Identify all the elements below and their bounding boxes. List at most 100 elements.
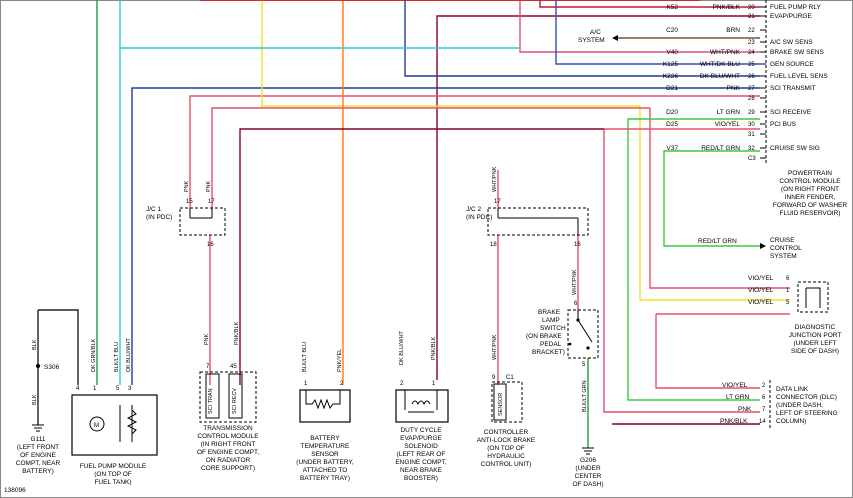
svg-text:FUEL PUMP MODULE: FUEL PUMP MODULE xyxy=(80,463,147,470)
svg-text:7: 7 xyxy=(762,407,766,413)
jc2-junction: J/C 2 (IN PDC) 17 18 16 xyxy=(466,199,589,248)
svg-text:(IN PDC): (IN PDC) xyxy=(146,214,172,221)
svg-text:FUEL TANK): FUEL TANK) xyxy=(94,479,131,486)
pcm-row-wire: PNK xyxy=(727,85,741,92)
svg-text:EVAP/PURGE: EVAP/PURGE xyxy=(400,435,442,442)
svg-text:FLUID RESERVOIR): FLUID RESERVOIR) xyxy=(780,210,841,217)
svg-text:PNK/YEL: PNK/YEL xyxy=(337,349,343,372)
svg-text:DK BLU/WHT: DK BLU/WHT xyxy=(126,337,132,372)
pcm-row-label: BRAKE SW SENS xyxy=(770,49,824,56)
pcm-row-label: FUEL LEVEL SENS xyxy=(770,73,828,80)
pcm-row-code: K226 xyxy=(663,73,679,80)
svg-text:DATA LINK: DATA LINK xyxy=(776,386,809,393)
svg-text:BATTERY): BATTERY) xyxy=(22,468,54,475)
svg-text:17: 17 xyxy=(208,199,215,205)
cruise-control: RED/LT GRN CRUISE CONTROL SYSTEM xyxy=(698,237,802,260)
pcm-row-pin: 22 xyxy=(748,28,755,34)
svg-text:PNK: PNK xyxy=(738,406,752,413)
svg-text:17: 17 xyxy=(494,199,501,205)
pcm-row-label: FUEL PUMP RLY xyxy=(770,4,821,11)
svg-text:VIO/YEL: VIO/YEL xyxy=(748,287,774,294)
svg-text:(ON TOP OF: (ON TOP OF xyxy=(487,445,525,452)
pcm-row-code: V40 xyxy=(666,49,678,56)
svg-text:TRANSMISSION: TRANSMISSION xyxy=(203,425,253,432)
svg-text:7: 7 xyxy=(206,364,210,370)
wire-fuel-level xyxy=(404,0,760,77)
transmission-control-module: 7 45 TRANSMISSION CONTROL MODULE (IN RIG… xyxy=(197,364,259,472)
svg-text:ANTI-LOCK BRAKE: ANTI-LOCK BRAKE xyxy=(477,437,536,444)
pcm-row-pin: 21 xyxy=(748,14,755,20)
svg-text:ATTACHED TO: ATTACHED TO xyxy=(303,467,348,474)
svg-text:BATTERY: BATTERY xyxy=(310,435,340,442)
pcm-row-wire: RED/LT GRN xyxy=(701,145,740,152)
wire-lt-grn xyxy=(627,118,760,401)
pcm-row-code: D21 xyxy=(666,85,678,92)
battery-temperature-sensor: 1 2 BATTERY TEMPERATURE SENSOR (UNDER BA… xyxy=(296,381,354,482)
pcm-row-pin: 30 xyxy=(748,122,755,128)
svg-text:BATTERY TRAY): BATTERY TRAY) xyxy=(300,475,350,482)
svg-text:3: 3 xyxy=(128,386,132,392)
pcm-row-code: D20 xyxy=(666,109,678,116)
pcm-row-wire: LT GRN xyxy=(717,109,741,116)
svg-text:1: 1 xyxy=(93,386,97,392)
svg-text:1: 1 xyxy=(304,381,308,387)
pcm-row-code: V37 xyxy=(666,145,678,152)
abs-controller: 9 C1 CONTROLLER ANTI-LOCK BRAKE (ON TOP … xyxy=(477,375,536,468)
svg-text:HYDRAULIC: HYDRAULIC xyxy=(487,453,525,460)
pcm-row-wire: VIO/YEL xyxy=(715,121,741,128)
svg-text:45: 45 xyxy=(230,364,237,370)
svg-text:SENSOR: SENSOR xyxy=(311,451,339,458)
svg-text:PNK/BLK: PNK/BLK xyxy=(234,321,240,345)
svg-text:(LEFT FRONT: (LEFT FRONT xyxy=(17,444,59,451)
wire-vio-dlc xyxy=(655,314,760,389)
svg-text:2: 2 xyxy=(340,381,344,387)
svg-text:PNK: PNK xyxy=(206,180,212,192)
svg-text:(IN PDC): (IN PDC) xyxy=(466,214,492,221)
svg-text:A/C: A/C xyxy=(590,29,601,36)
svg-text:2: 2 xyxy=(762,383,766,389)
svg-text:INNER FENDER,: INNER FENDER, xyxy=(785,194,836,201)
svg-text:18: 18 xyxy=(490,242,497,248)
pcm-row-pin: 25 xyxy=(748,62,755,68)
svg-text:DUTY CYCLE: DUTY CYCLE xyxy=(400,427,442,434)
svg-text:1: 1 xyxy=(786,288,790,294)
pcm-row-pin: 24 xyxy=(748,50,755,56)
svg-text:PNK/BLK: PNK/BLK xyxy=(431,336,437,360)
wire-blk-gnd xyxy=(38,309,79,385)
svg-text:(UNDER LEFT: (UNDER LEFT xyxy=(794,340,837,347)
svg-text:6: 6 xyxy=(574,301,578,307)
svg-text:PEDAL: PEDAL xyxy=(540,341,562,348)
svg-text:CONTROL MODULE: CONTROL MODULE xyxy=(779,178,841,185)
pcm-row-wire: DK BLU/WHT xyxy=(700,73,740,80)
wire-yellow xyxy=(261,0,790,301)
svg-text:SCI TRAN: SCI TRAN xyxy=(208,388,214,414)
svg-text:SENSOR: SENSOR xyxy=(498,393,504,416)
svg-text:BLK: BLK xyxy=(32,339,38,350)
pcm-row-label: A/C SW SENS xyxy=(770,39,813,46)
wire-brake-sw-sens xyxy=(519,0,760,53)
svg-text:G206: G206 xyxy=(580,457,596,464)
pcm-row-pin: 31 xyxy=(748,132,755,138)
g206-ground: G206 (UNDER CENTER OF DASH) xyxy=(572,447,604,488)
pcm-row-pin: 26 xyxy=(748,74,755,80)
svg-text:TEMPERATURE: TEMPERATURE xyxy=(301,443,350,450)
pcm-row-label: EVAP/PURGE xyxy=(770,13,812,20)
svg-text:CONNECTOR (DLC): CONNECTOR (DLC) xyxy=(776,394,837,401)
pcm-row-pin: 20 xyxy=(748,5,755,11)
svg-text:LEFT OF STEERING: LEFT OF STEERING xyxy=(776,410,838,417)
svg-text:DK GRN/BLK: DK GRN/BLK xyxy=(91,338,97,372)
pcm-row-label: SCI TRANSMIT xyxy=(770,85,816,92)
svg-text:JUNCTION PORT: JUNCTION PORT xyxy=(789,332,842,339)
svg-text:VIO/YEL: VIO/YEL xyxy=(748,299,774,306)
svg-text:BRACKET): BRACKET) xyxy=(532,349,565,356)
svg-text:SYSTEM: SYSTEM xyxy=(578,37,605,44)
svg-text:SCI RECV: SCI RECV xyxy=(232,388,238,414)
pcm-row-code: K52 xyxy=(666,4,678,11)
svg-text:16: 16 xyxy=(207,242,214,248)
g111-ground: S306 G111 (LEFT FRONT OF ENGINE COMPT, N… xyxy=(16,364,61,475)
svg-text:VIO/YEL: VIO/YEL xyxy=(748,275,774,282)
brake-lamp-switch: BRAKE LAMP SWITCH (ON BRAKE PEDAL BRACKE… xyxy=(526,301,599,368)
svg-text:LT GRN: LT GRN xyxy=(726,394,750,401)
